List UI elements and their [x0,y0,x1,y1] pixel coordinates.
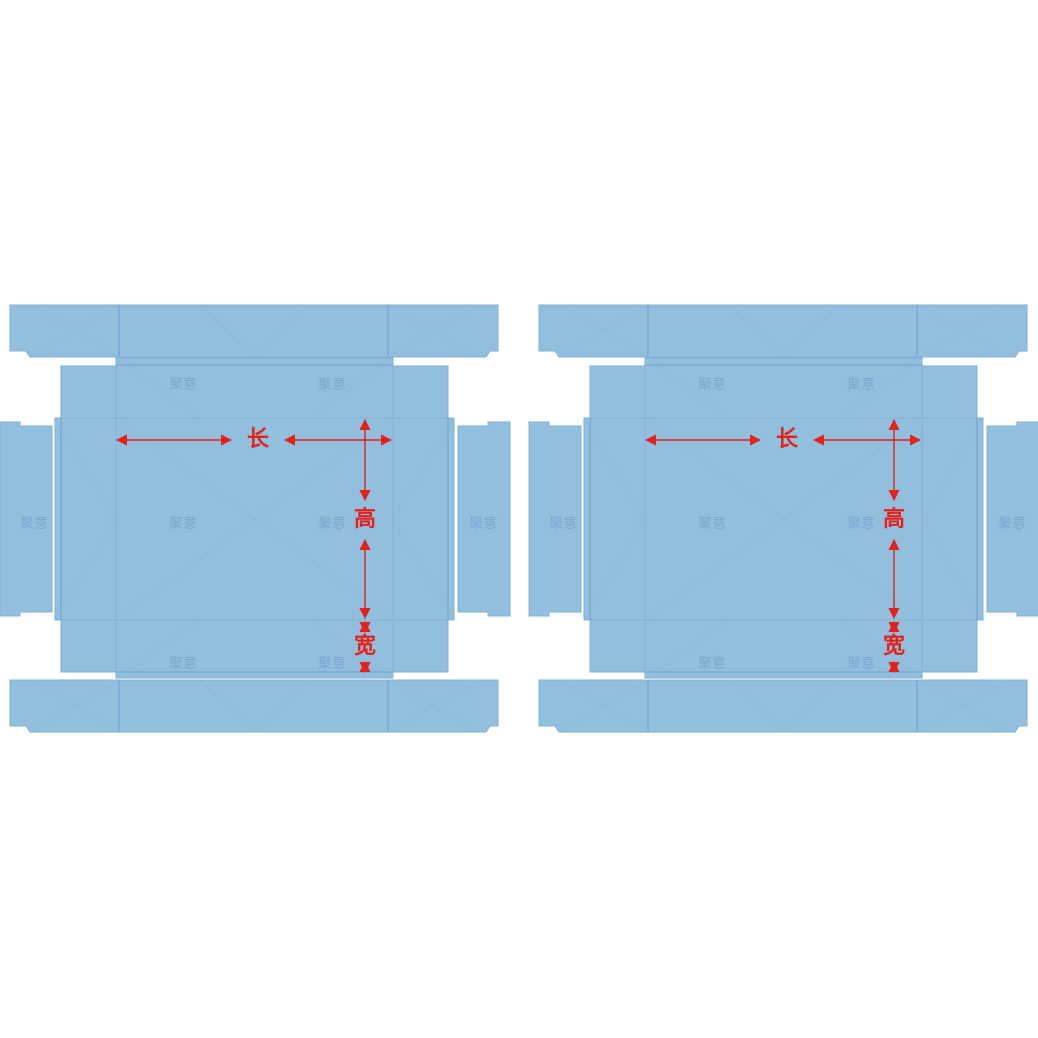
bottom-long-flap-diag-2 [558,679,649,733]
top-long-flap [9,304,499,358]
left-wall-diag-2 [54,519,117,621]
watermark-text-1: 聚意 [169,376,197,393]
left-tuck-flap [528,421,582,617]
top-long-flap-diag-5 [728,304,785,358]
top-long-flap-diag-2 [29,304,120,358]
bottom-wall-panel [644,619,923,679]
left-wall-panel [54,417,117,621]
watermark-text-2: 聚意 [847,376,875,393]
watermark-text-8: 聚意 [847,655,875,672]
bottom-wall-diag-2 [309,619,394,679]
base-diag-2 [115,417,394,621]
bottom-long-flap [9,679,499,733]
watermark-text-5: 聚意 [847,515,875,532]
top-wall-diag-1 [115,357,201,419]
watermark-text-2: 聚意 [318,376,346,393]
corner-flap-top-right [921,365,978,419]
corner-flap-bottom-left [60,619,117,673]
dieline-layout-right: 聚意聚意聚意聚意聚意聚意聚意聚意长高宽 [528,304,1038,733]
top-long-flap-diag-6 [254,304,311,358]
top-wall-diag-1 [644,357,730,419]
bottom-wall-diag-1 [115,619,201,679]
left-tuck-flap [0,421,53,617]
bottom-long-flap [538,679,1028,733]
right-wall-diag-2 [392,519,455,621]
right-tuck-flap [457,421,511,617]
length-label: 长 [247,427,270,452]
height-label: 高 [354,506,376,532]
base-diag-2 [644,417,923,621]
top-long-flap-diag-5 [199,304,256,358]
top-long-flap-diag-6 [783,304,840,358]
corner-flap-top-right [392,365,449,419]
watermark-text-6: 聚意 [469,515,497,532]
right-wall-panel [921,417,984,621]
left-wall-diag-2 [583,519,646,621]
width-label: 宽 [354,633,376,659]
watermark-text-3: 聚意 [549,515,577,532]
top-wall-panel [115,357,394,419]
height-label: 高 [883,506,905,532]
top-wall-diag-2 [309,357,394,419]
bottom-wall-diag-2 [838,619,923,679]
corner-flap-bottom-right [392,619,449,673]
width-label: 宽 [883,633,905,659]
right-wall-panel [392,417,455,621]
left-wall-diag-1 [54,417,117,521]
bottom-long-flap-diag-4 [916,679,1008,733]
bottom-wall-diag-1 [644,619,730,679]
watermark-text-5: 聚意 [318,515,346,532]
bottom-long-flap-diag-6 [783,679,840,733]
watermark-text-7: 聚意 [698,655,726,672]
corner-flap-bottom-left [589,619,646,673]
top-long-flap [538,304,1028,358]
watermark-text-8: 聚意 [318,655,346,672]
length-label: 长 [776,427,799,452]
bottom-long-flap-diag-4 [387,679,479,733]
watermark-text-7: 聚意 [169,655,197,672]
watermark-text-4: 聚意 [698,515,726,532]
right-wall-diag-1 [392,417,455,521]
bottom-long-flap-diag-5 [728,679,785,733]
top-long-flap-diag-4 [916,304,1008,358]
bottom-long-flap-diag-2 [29,679,120,733]
watermark-text-1: 聚意 [698,376,726,393]
right-wall-diag-2 [921,519,984,621]
watermark-text-3: 聚意 [20,515,48,532]
top-long-flap-diag-2 [558,304,649,358]
corner-flap-top-left [60,365,117,419]
bottom-long-flap-diag-5 [199,679,256,733]
right-wall-diag-1 [921,417,984,521]
bottom-wall-panel [115,619,394,679]
left-wall-diag-1 [583,417,646,521]
corner-flap-top-left [589,365,646,419]
right-tuck-flap [986,421,1038,617]
bottom-long-flap-diag-6 [254,679,311,733]
dieline-layout-left: 聚意聚意聚意聚意聚意聚意聚意聚意长高宽 [0,304,511,733]
top-long-flap-diag-4 [387,304,479,358]
watermark-text-6: 聚意 [998,515,1026,532]
watermark-text-4: 聚意 [169,515,197,532]
top-wall-diag-2 [838,357,923,419]
left-wall-panel [583,417,646,621]
corner-flap-bottom-right [921,619,978,673]
